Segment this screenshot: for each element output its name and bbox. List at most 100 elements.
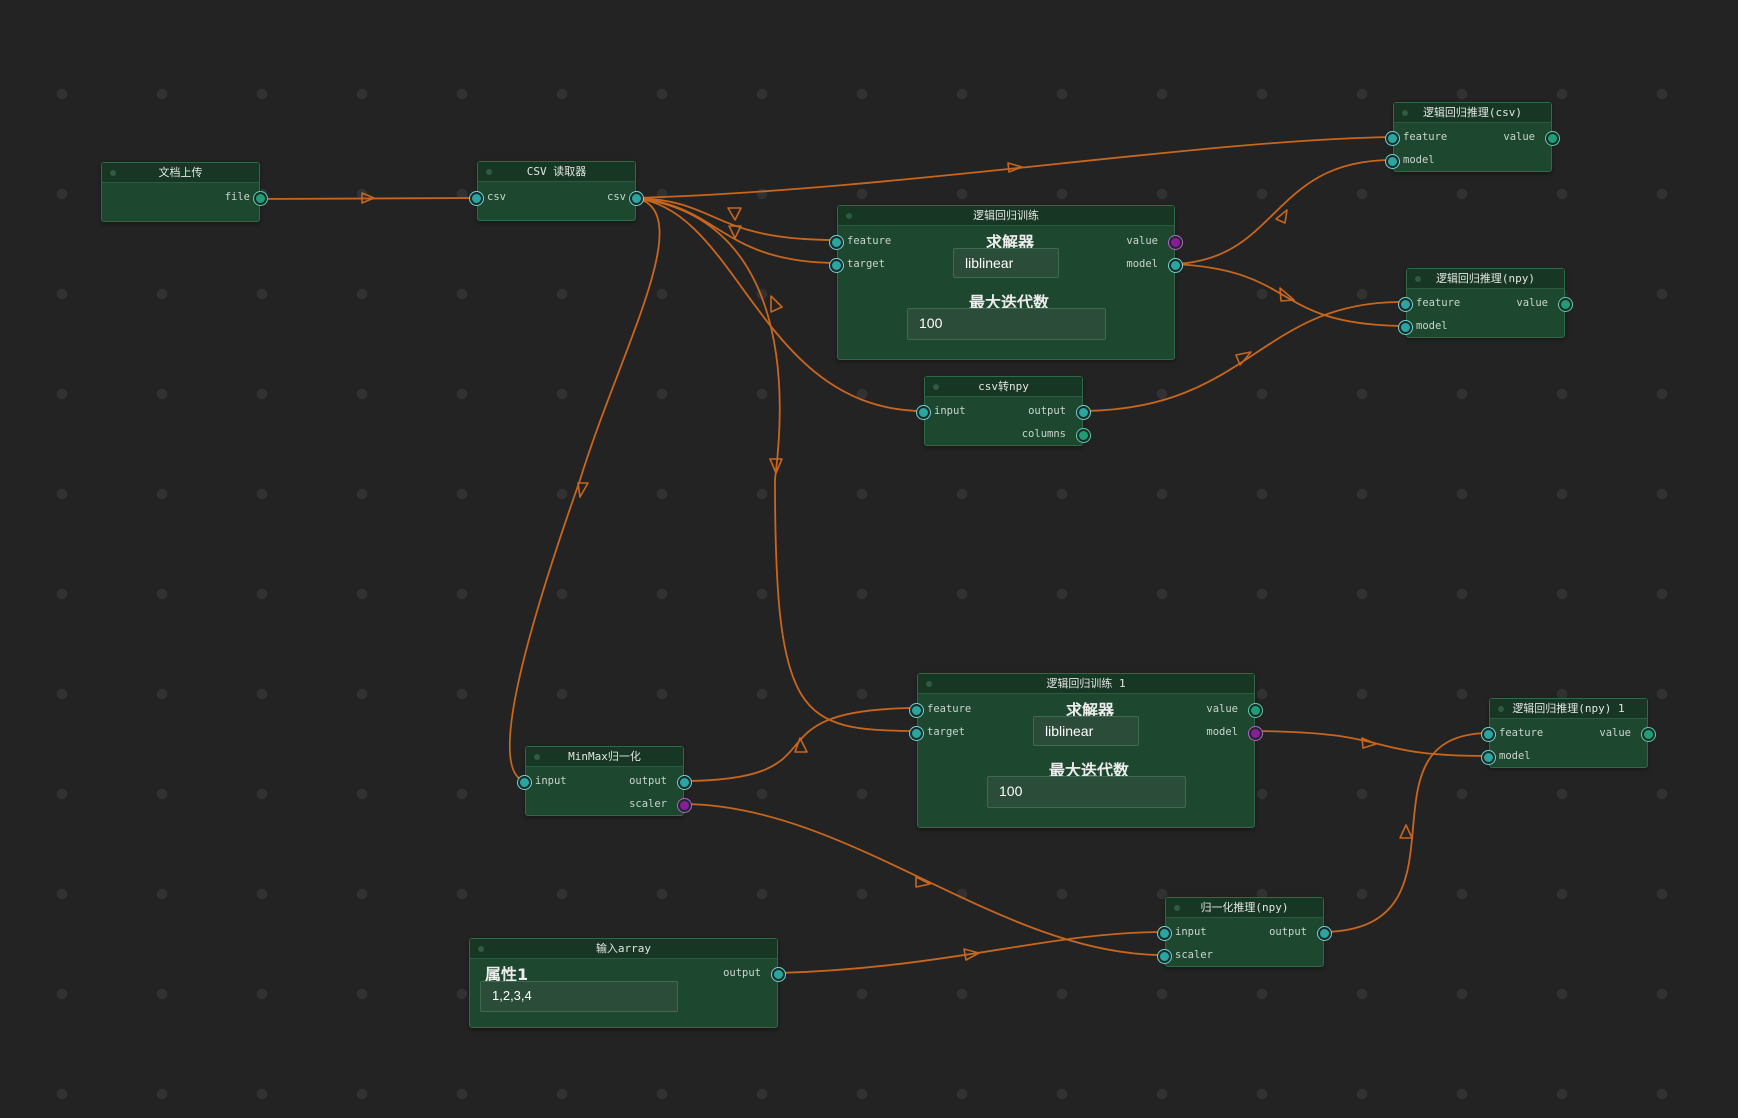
node-collapse-dot[interactable] (1402, 110, 1408, 116)
node-collapse-dot[interactable] (933, 384, 939, 390)
max-iter-label: 最大迭代数 (1049, 761, 1130, 780)
input-label-feature: feature (1416, 297, 1461, 309)
node-header[interactable]: csv转npy (925, 377, 1082, 397)
node-header[interactable]: 文档上传 (102, 163, 259, 183)
node-header[interactable]: 输入array (470, 939, 777, 959)
node-header[interactable]: 逻辑回归推理(csv) (1394, 103, 1551, 123)
input-port-target[interactable] (910, 727, 923, 740)
input-port-model[interactable] (1399, 321, 1412, 334)
input-port-feature[interactable] (830, 236, 843, 249)
node-header[interactable]: 逻辑回归推理(npy) (1407, 269, 1564, 289)
input-label-model: model (1416, 320, 1448, 332)
node-collapse-dot[interactable] (926, 681, 932, 687)
node-csv-to-npy[interactable]: csv转npy input output columns (917, 376, 1090, 446)
output-port-output[interactable] (1318, 927, 1331, 940)
max-iter-input[interactable]: 100 (987, 776, 1186, 808)
node-lr-infer-npy[interactable]: 逻辑回归推理(npy) feature model value (1399, 268, 1572, 338)
input-port-scaler[interactable] (1158, 950, 1171, 963)
node-file-upload[interactable]: 文档上传 file (101, 162, 267, 222)
input-label-target: target (847, 258, 885, 270)
output-label-value: value (1516, 297, 1548, 309)
output-port-value[interactable] (1169, 236, 1182, 249)
input-label-scaler: scaler (1175, 949, 1213, 961)
node-header[interactable]: 逻辑回归训练 (838, 206, 1174, 226)
node-title: 逻辑回归训练 1 (1046, 677, 1126, 690)
output-label-output: output (1028, 405, 1066, 417)
input-label-input: input (934, 405, 966, 417)
node-title: 逻辑回归训练 (973, 209, 1039, 222)
output-label-value: value (1206, 703, 1238, 715)
input-port-input[interactable] (1158, 927, 1171, 940)
output-port-value[interactable] (1249, 704, 1262, 717)
output-label-columns: columns (1021, 428, 1066, 440)
input-port-csv[interactable] (470, 192, 483, 205)
output-port-output[interactable] (772, 968, 785, 981)
node-collapse-dot[interactable] (110, 170, 116, 176)
input-port-feature[interactable] (1399, 298, 1412, 311)
solver-label: 求解器 (986, 233, 1035, 252)
node-title: 逻辑回归推理(npy) (1435, 272, 1536, 285)
max-iter-input[interactable]: 100 (907, 308, 1106, 340)
attr-input[interactable]: 1,2,3,4 (480, 981, 678, 1012)
output-label-output: output (629, 775, 667, 787)
output-port-model[interactable] (1169, 259, 1182, 272)
input-port-input[interactable] (917, 406, 930, 419)
input-label-feature: feature (1403, 131, 1448, 143)
output-port-columns[interactable] (1077, 429, 1090, 442)
node-collapse-dot[interactable] (478, 946, 484, 952)
output-label-model: model (1206, 726, 1238, 738)
max-iter-label: 最大迭代数 (969, 293, 1050, 312)
node-lr-train[interactable]: 逻辑回归训练 feature target value model 求解器 li… (830, 205, 1182, 360)
output-port-value[interactable] (1642, 728, 1655, 741)
solver-label: 求解器 (1066, 701, 1115, 720)
node-collapse-dot[interactable] (1498, 706, 1504, 712)
node-collapse-dot[interactable] (486, 169, 492, 175)
input-port-input[interactable] (518, 776, 531, 789)
input-port-feature[interactable] (1482, 728, 1495, 741)
node-header[interactable]: 逻辑回归训练 1 (918, 674, 1254, 694)
node-input-array[interactable]: 输入array 属性1 output 1,2,3,4 (469, 938, 785, 1028)
output-port-value[interactable] (1546, 132, 1559, 145)
node-collapse-dot[interactable] (1415, 276, 1421, 282)
output-port-output[interactable] (678, 776, 691, 789)
solver-select[interactable]: liblinear (953, 248, 1059, 278)
input-label-feature: feature (927, 703, 972, 715)
node-title: csv转npy (978, 380, 1029, 393)
output-port-csv[interactable] (630, 192, 643, 205)
output-port-output[interactable] (1077, 406, 1090, 419)
output-label-file: file (224, 191, 250, 203)
node-lr-train-1[interactable]: 逻辑回归训练 1 feature target value model 求解器 … (910, 673, 1262, 828)
node-header[interactable]: 逻辑回归推理(npy) 1 (1490, 699, 1647, 719)
node-lr-infer-npy-1[interactable]: 逻辑回归推理(npy) 1 feature model value (1482, 698, 1655, 768)
node-csv-reader[interactable]: CSV 读取器 csv csv (470, 161, 643, 221)
input-label-input: input (1175, 926, 1207, 938)
input-port-feature[interactable] (1386, 132, 1399, 145)
output-port-file[interactable] (254, 192, 267, 205)
input-port-model[interactable] (1386, 155, 1399, 168)
node-collapse-dot[interactable] (1174, 905, 1180, 911)
output-port-value[interactable] (1559, 298, 1572, 311)
node-header[interactable]: CSV 读取器 (478, 162, 635, 182)
output-label-value: value (1126, 235, 1158, 247)
node-collapse-dot[interactable] (534, 754, 540, 760)
output-label-output: output (1269, 926, 1307, 938)
output-port-model[interactable] (1249, 727, 1262, 740)
solver-select[interactable]: liblinear (1033, 716, 1139, 746)
node-normalize-infer-npy[interactable]: 归一化推理(npy) input scaler output (1158, 897, 1331, 967)
node-header[interactable]: 归一化推理(npy) (1166, 898, 1323, 918)
input-port-model[interactable] (1482, 751, 1495, 764)
input-port-target[interactable] (830, 259, 843, 272)
node-title: MinMax归一化 (568, 750, 641, 763)
input-label-csv: csv (487, 191, 506, 203)
node-lr-infer-csv[interactable]: 逻辑回归推理(csv) feature model value (1386, 102, 1559, 172)
input-label-feature: feature (847, 235, 892, 247)
output-label-csv: csv (607, 191, 626, 203)
output-port-scaler[interactable] (678, 799, 691, 812)
node-header[interactable]: MinMax归一化 (526, 747, 683, 767)
output-label-output: output (723, 967, 761, 979)
node-title: 逻辑回归推理(npy) 1 (1512, 702, 1625, 715)
node-collapse-dot[interactable] (846, 213, 852, 219)
node-minmax-normalize[interactable]: MinMax归一化 input output scaler (518, 746, 691, 816)
input-port-feature[interactable] (910, 704, 923, 717)
input-label-feature: feature (1499, 727, 1544, 739)
